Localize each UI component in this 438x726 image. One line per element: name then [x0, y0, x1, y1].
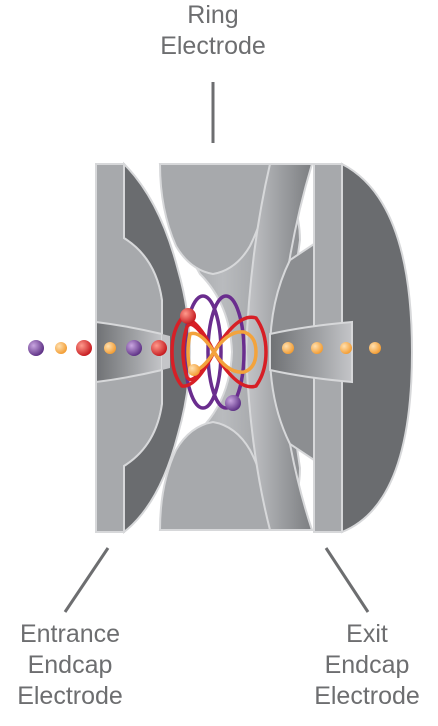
exit-label-line-1: Exit — [346, 620, 388, 648]
entrance-endcap-label: Entrance Endcap Electrode — [0, 619, 140, 712]
exit-endcap-label: Exit Endcap Electrode — [296, 619, 438, 712]
ion-purple-trapped — [225, 395, 241, 411]
ring-label-line-2: Electrode — [160, 32, 266, 60]
entrance-label-line-3: Electrode — [17, 682, 123, 710]
exit-label-line-2: Endcap — [324, 651, 410, 679]
entrance-leader-line — [63, 547, 110, 613]
exit-label-line-3: Electrode — [314, 682, 420, 710]
ion-orange-trapped — [188, 364, 200, 376]
ion-orange — [369, 342, 381, 354]
purple-orbit-right — [206, 294, 246, 410]
ion-red — [151, 340, 167, 356]
exit-leader-line — [324, 547, 370, 613]
ring-label-line-1: Ring — [187, 1, 239, 29]
ion-purple — [28, 340, 44, 356]
entrance-label-line-1: Entrance — [19, 620, 121, 648]
ring-electrode — [158, 163, 314, 531]
ion-orange — [340, 342, 352, 354]
ring-electrode-label: Ring Electrode — [128, 0, 298, 62]
ion-orange — [104, 342, 116, 354]
ions — [28, 308, 381, 411]
orange-orbit — [186, 330, 258, 374]
ion-red — [76, 340, 92, 356]
ion-orange — [55, 342, 67, 354]
purple-orbit-left — [183, 294, 223, 410]
ion-purple — [126, 340, 142, 356]
red-orbit — [181, 315, 268, 389]
ion-red-trapped — [180, 308, 196, 324]
ion-orange — [311, 342, 323, 354]
entrance-label-line-2: Endcap — [27, 651, 113, 679]
ion-orange — [282, 342, 294, 354]
